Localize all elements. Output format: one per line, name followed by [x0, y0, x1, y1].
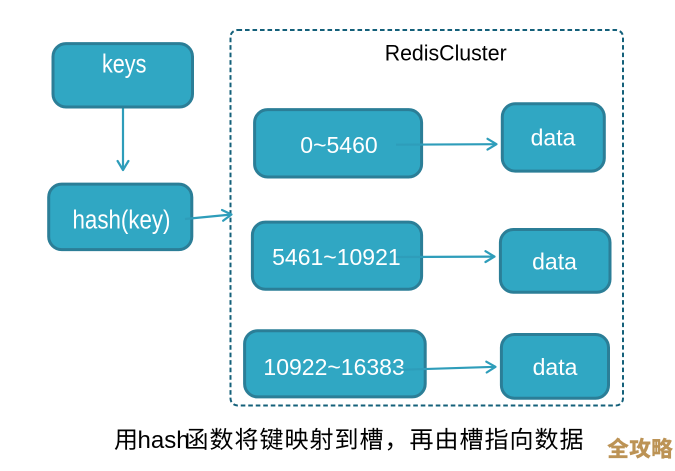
- svg-text:data: data: [532, 249, 577, 275]
- svg-text:keys: keys: [102, 49, 147, 79]
- svg-text:10922~16383: 10922~16383: [263, 354, 404, 380]
- svg-text:hash: hash: [138, 427, 190, 454]
- svg-text:0~5460: 0~5460: [300, 132, 377, 158]
- svg-text:5461~10921: 5461~10921: [272, 244, 401, 270]
- svg-text:data: data: [533, 354, 578, 380]
- svg-text:data: data: [531, 124, 576, 150]
- svg-text:hash(key): hash(key): [73, 206, 171, 234]
- svg-text:RedisCluster: RedisCluster: [385, 41, 507, 66]
